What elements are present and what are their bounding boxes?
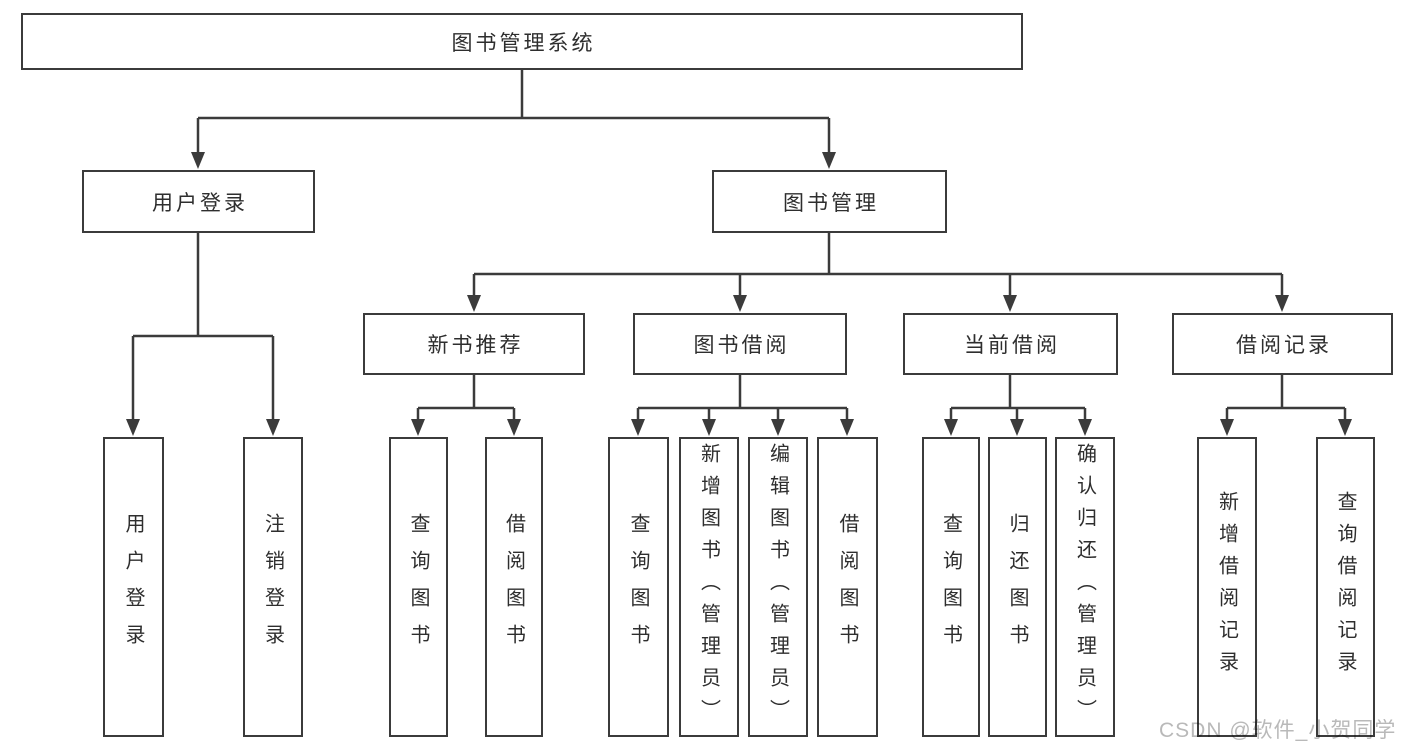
node-module-current-borrow: 当前借阅 (903, 313, 1118, 375)
node-label: 借阅图书 (502, 513, 525, 661)
node-label: 当前借阅 (964, 334, 1060, 357)
node-label: 借阅图书 (836, 513, 858, 661)
node-label: 查询图书 (407, 513, 429, 661)
node-module-book-borrow: 图书借阅 (633, 313, 847, 375)
node-fn-query-books-borrow: 查询图书 (608, 437, 669, 737)
arrow-icon (1003, 295, 1017, 312)
arrow-icon (944, 419, 958, 436)
node-module-new-book-recommend: 新书推荐 (363, 313, 585, 375)
node-fn-logout: 注销登录 (243, 437, 303, 737)
node-label: 归还图书 (1006, 513, 1028, 661)
node-label: 注销登录 (261, 513, 284, 661)
node-fn-query-books-recommend: 查询图书 (389, 437, 448, 737)
node-label: 图书管理 (783, 191, 879, 215)
arrow-icon (1275, 295, 1289, 312)
tree-edges (131, 70, 1347, 421)
arrow-icon (771, 419, 785, 436)
arrow-icon (733, 295, 747, 312)
arrow-icon (411, 419, 425, 436)
node-branch-book-management: 图书管理 (712, 170, 947, 233)
node-label: 查询借阅记录 (1334, 491, 1356, 683)
node-fn-query-borrow-record: 查询借阅记录 (1316, 437, 1375, 737)
arrow-icon (266, 419, 280, 436)
arrow-icon (702, 419, 716, 436)
arrowheads (126, 152, 1352, 436)
node-label: 新书推荐 (427, 334, 524, 357)
watermark: CSDN @软件_小贺同学 (1159, 719, 1397, 742)
arrow-icon (1078, 419, 1092, 436)
node-label: 新增借阅记录 (1215, 491, 1238, 683)
node-fn-add-books-admin: 新增图书（管理员） (679, 437, 739, 737)
node-label: 用户登录 (152, 191, 248, 215)
node-fn-borrow-books: 借阅图书 (817, 437, 878, 737)
arrow-icon (507, 419, 521, 436)
node-root-label: 图书管理系统 (451, 31, 596, 55)
node-label: 查询图书 (627, 513, 649, 661)
arrow-icon (191, 152, 205, 169)
node-fn-confirm-return-admin: 确认归还（管理员） (1055, 437, 1115, 737)
node-label: 查询图书 (939, 513, 962, 661)
node-fn-borrow-books-recommend: 借阅图书 (485, 437, 543, 737)
node-fn-user-login: 用户登录 (103, 437, 164, 737)
arrow-icon (1010, 419, 1024, 436)
arrow-icon (631, 419, 645, 436)
node-label: 编辑图书（管理员） (766, 443, 789, 731)
arrow-icon (1220, 419, 1234, 436)
node-label: 确认归还（管理员） (1073, 443, 1096, 731)
node-label: 图书借阅 (693, 334, 790, 357)
node-root: 图书管理系统 (21, 13, 1023, 70)
node-label: 用户登录 (122, 513, 144, 661)
node-label: 借阅记录 (1236, 334, 1332, 357)
node-module-borrow-records: 借阅记录 (1172, 313, 1393, 375)
arrow-icon (467, 295, 481, 312)
node-fn-return-books: 归还图书 (988, 437, 1047, 737)
node-label: 新增图书（管理员） (697, 443, 720, 731)
node-branch-user-login: 用户登录 (82, 170, 315, 233)
node-fn-query-books-current: 查询图书 (922, 437, 980, 737)
node-fn-edit-books-admin: 编辑图书（管理员） (748, 437, 808, 737)
arrow-icon (1338, 419, 1352, 436)
arrow-icon (126, 419, 140, 436)
arrow-icon (840, 419, 854, 436)
node-fn-add-borrow-record: 新增借阅记录 (1197, 437, 1257, 737)
arrow-icon (822, 152, 836, 169)
